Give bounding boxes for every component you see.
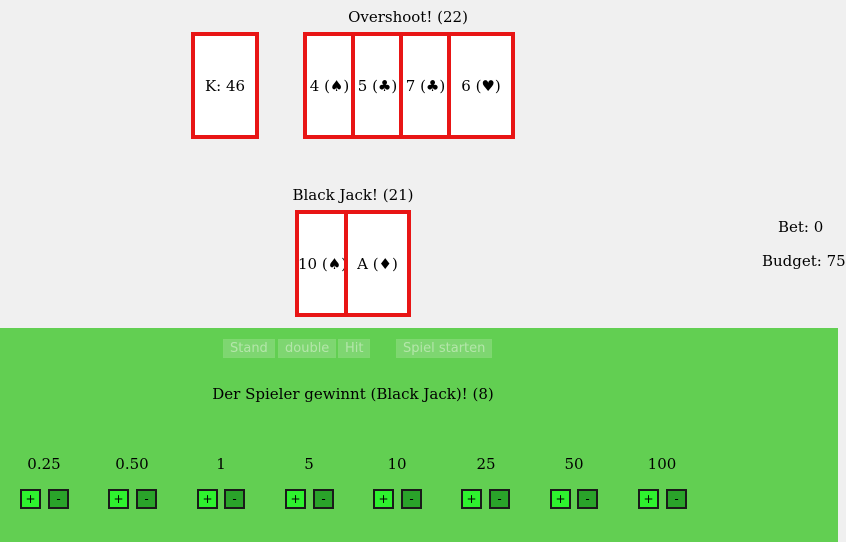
chip-remove-button[interactable]: - (401, 489, 422, 509)
card-label: A (♦) (357, 254, 398, 273)
dealer-status: Overshoot! (22) (348, 8, 468, 26)
player-card: A (♦) (344, 210, 411, 317)
card-label: 4 (♠) (309, 76, 350, 95)
result-message: Der Spieler gewinnt (Black Jack)! (8) (212, 385, 494, 403)
chip-value-label: 50 (564, 455, 584, 473)
chip-value-label: 5 (304, 455, 314, 473)
dealer-card: 4 (♠) (303, 32, 356, 139)
dealer-card: 5 (♣) (351, 32, 404, 139)
dealer-hidden-card: K: 46 (191, 32, 259, 139)
chip-remove-button[interactable]: - (48, 489, 69, 509)
chip-value-label: 10 (387, 455, 407, 473)
chip-remove-button[interactable]: - (313, 489, 334, 509)
start-game-button[interactable]: Spiel starten (396, 339, 493, 358)
card-label: 10 (♠) (298, 254, 348, 273)
chip-value-label: 0.25 (27, 455, 61, 473)
bet-display: Bet: 0 (778, 218, 824, 236)
chip-value-label: 100 (647, 455, 677, 473)
chip-add-button[interactable]: + (461, 489, 482, 509)
budget-display: Budget: 75 (762, 252, 846, 270)
dealer-hidden-card-label: K: 46 (204, 76, 246, 95)
double-button[interactable]: double (278, 339, 337, 358)
card-label: 6 (♥) (461, 76, 501, 95)
chip-add-button[interactable]: + (20, 489, 41, 509)
chip-remove-button[interactable]: - (224, 489, 245, 509)
chip-remove-button[interactable]: - (136, 489, 157, 509)
chip-add-button[interactable]: + (197, 489, 218, 509)
chip-remove-button[interactable]: - (577, 489, 598, 509)
chip-remove-button[interactable]: - (489, 489, 510, 509)
chip-add-button[interactable]: + (550, 489, 571, 509)
dealer-card: 7 (♣) (399, 32, 452, 139)
card-label: 7 (♣) (405, 76, 446, 95)
card-label: 5 (♣) (357, 76, 398, 95)
chip-add-button[interactable]: + (638, 489, 659, 509)
chip-add-button[interactable]: + (285, 489, 306, 509)
chip-remove-button[interactable]: - (666, 489, 687, 509)
chip-value-label: 0.50 (115, 455, 149, 473)
chip-value-label: 25 (476, 455, 496, 473)
chip-value-label: 1 (216, 455, 226, 473)
chip-add-button[interactable]: + (373, 489, 394, 509)
player-card: 10 (♠) (295, 210, 350, 317)
game-table (0, 328, 838, 542)
player-status: Black Jack! (21) (292, 186, 414, 204)
dealer-card: 6 (♥) (447, 32, 515, 139)
hit-button[interactable]: Hit (338, 339, 371, 358)
chip-add-button[interactable]: + (108, 489, 129, 509)
stand-button[interactable]: Stand (223, 339, 275, 358)
